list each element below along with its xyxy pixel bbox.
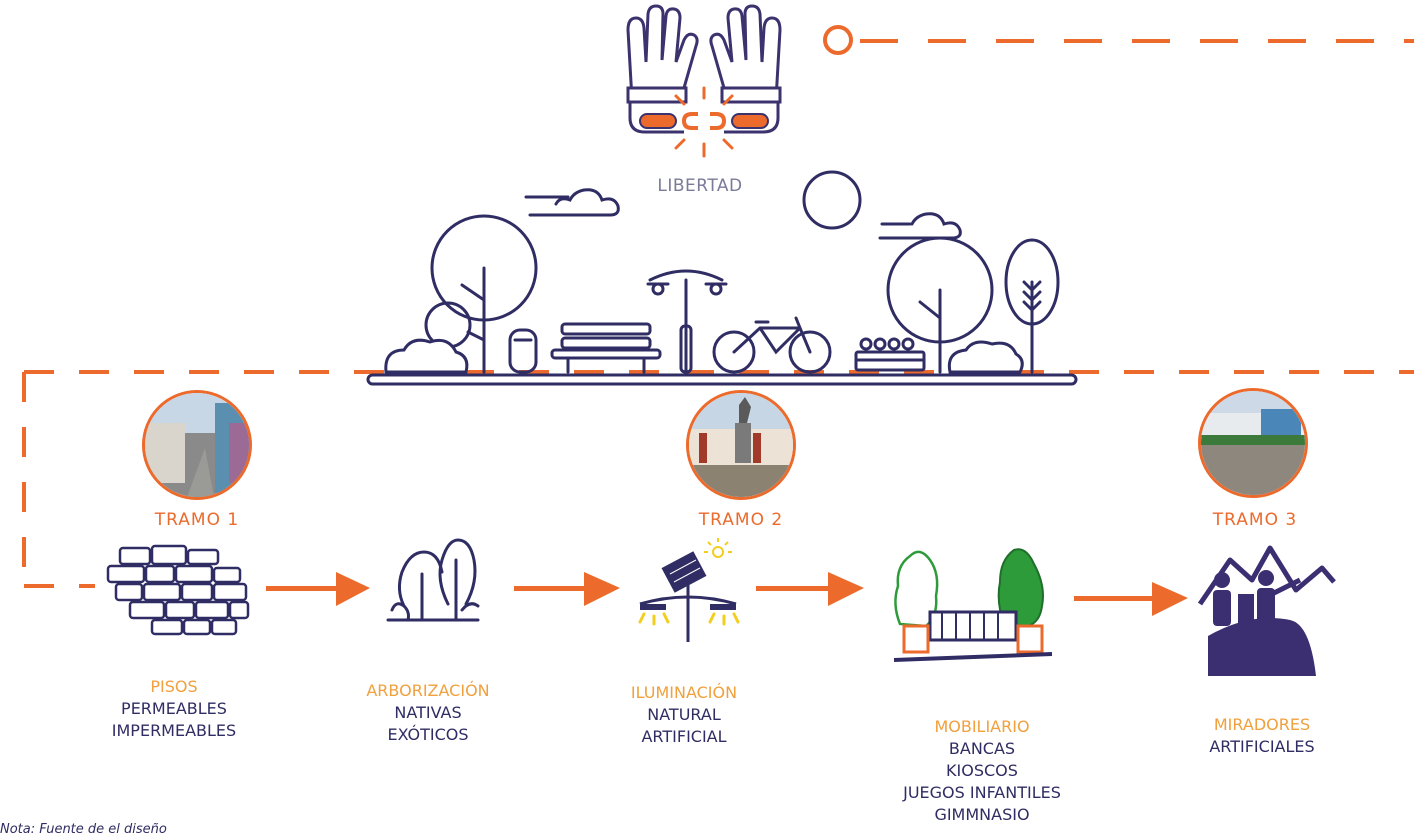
tramo-1-label: TRAMO 1 [154, 510, 240, 530]
category-pisos: PISOS PERMEABLES IMPERMEABLES [64, 676, 284, 742]
trees-icon [386, 538, 480, 622]
tramo-3-label: TRAMO 3 [1212, 510, 1298, 530]
category-item: GIMMNASIO [934, 805, 1030, 824]
category-heading: MIRADORES [1213, 715, 1311, 734]
category-heading: MOBILIARIO [934, 717, 1030, 736]
tramo-3-photo [1198, 388, 1308, 498]
category-item: NATURAL [647, 705, 721, 724]
category-item: NATIVAS [394, 703, 462, 722]
category-item: ARTIFICIALES [1209, 737, 1315, 756]
category-item: PERMEABLES [121, 699, 227, 718]
category-item: IMPERMEABLES [111, 721, 237, 740]
category-item: KIOSCOS [946, 761, 1018, 780]
figure-note: Nota: Fuente de el diseño [0, 822, 167, 837]
tramo-1-photo [142, 390, 252, 500]
category-item: ARTIFICIAL [641, 727, 727, 746]
hands-breaking-chains-icon [626, 4, 782, 158]
park-scene-icon [366, 170, 1078, 386]
dashed-frame [22, 370, 1414, 588]
category-heading: ILUMINACIÓN [630, 683, 738, 702]
bench-with-planters-icon [893, 548, 1053, 662]
category-item: BANCAS [948, 739, 1016, 758]
tramo-2-label: TRAMO 2 [698, 510, 784, 530]
arrow-right-icon [266, 572, 1188, 616]
category-miradores: MIRADORES ARTIFICIALES [1152, 714, 1372, 758]
category-mobiliario: MOBILIARIO BANCAS KIOSCOS JUEGOS INFANTI… [872, 716, 1092, 826]
category-item: JUEGOS INFANTILES [903, 783, 1061, 802]
category-iluminacion: ILUMINACIÓN NATURAL ARTIFICIAL [574, 682, 794, 748]
category-heading: ARBORIZACIÓN [366, 681, 490, 700]
category-arborizacion: ARBORIZACIÓN NATIVAS EXÓTICOS [318, 680, 538, 746]
paving-stones-icon [106, 544, 250, 636]
viewpoint-people-icon [1197, 545, 1336, 676]
top-dashed-line [823, 25, 1414, 55]
solar-streetlight-icon [638, 538, 740, 642]
tramo-2-photo [686, 390, 796, 500]
category-heading: PISOS [150, 677, 198, 696]
libertad-label: LIBERTAD [657, 176, 743, 196]
category-item: EXÓTICOS [387, 725, 469, 744]
